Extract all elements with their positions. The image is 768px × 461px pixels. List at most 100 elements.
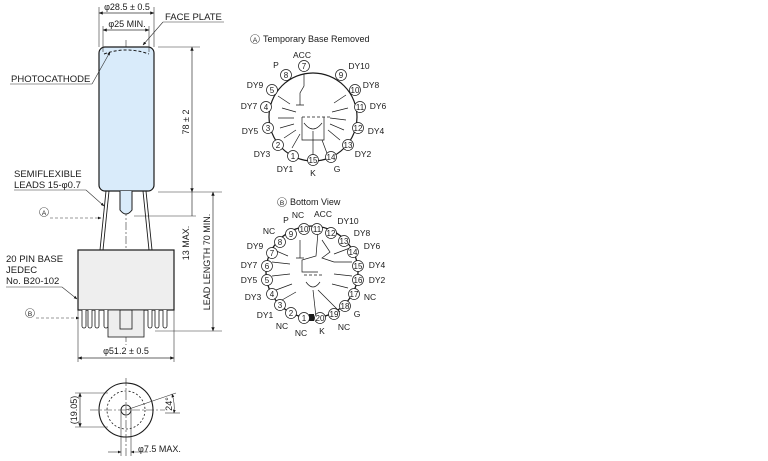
- svg-text:1: 1: [302, 314, 307, 323]
- svg-text:K: K: [310, 168, 316, 178]
- svg-text:12: 12: [354, 124, 363, 133]
- lead-length-text: LEAD LENGTH 70 MIN.: [202, 214, 212, 311]
- exhaust-tip: [119, 191, 133, 215]
- svg-text:11: 11: [313, 225, 322, 234]
- tip-max-text: 13 MAX.: [181, 226, 191, 261]
- svg-text:NC: NC: [292, 210, 304, 220]
- svg-text:DY8: DY8: [354, 228, 371, 238]
- svg-text:19: 19: [330, 310, 339, 319]
- svg-text:2: 2: [289, 309, 294, 318]
- svg-text:DY7: DY7: [241, 101, 258, 111]
- semiflexible-leads: [99, 190, 153, 251]
- diagram-a-marker: A: [253, 37, 258, 44]
- svg-text:5: 5: [270, 86, 275, 95]
- svg-text:8: 8: [278, 238, 283, 247]
- basing-diagram-b: B Bottom View 10 NC 11 ACC 9: [241, 197, 386, 338]
- base-callout: 20 PIN BASE JEDEC No. B20-102: [6, 254, 78, 300]
- svg-text:3: 3: [266, 124, 271, 133]
- svg-text:9: 9: [289, 230, 294, 239]
- svg-text:DY6: DY6: [370, 101, 387, 111]
- base-key: [107, 309, 145, 338]
- angle-text: 24°: [164, 397, 174, 411]
- svg-text:DY5: DY5: [242, 126, 259, 136]
- diagram-b-electrodes: [271, 231, 353, 318]
- svg-text:DY9: DY9: [247, 80, 264, 90]
- face-plate-callout: FACE PLATE: [142, 12, 224, 46]
- svg-text:14: 14: [349, 248, 358, 257]
- base-key-inner: [119, 309, 133, 330]
- section-marker-a: A: [39, 207, 102, 220]
- dim-tip-max: 13 MAX.: [134, 192, 196, 260]
- marker-b-letter: B: [28, 311, 32, 318]
- nc-label-lower-left: NC: [276, 321, 288, 331]
- section-marker-b: B: [25, 308, 80, 320]
- base-label-3: No. B20-102: [6, 276, 59, 287]
- svg-text:DY3: DY3: [245, 292, 262, 302]
- dim-outer-diameter: φ28.5 ± 0.5: [98, 2, 155, 47]
- svg-text:12: 12: [327, 229, 336, 238]
- base-label-2: JEDEC: [6, 265, 37, 276]
- pin-circle: [106, 390, 146, 430]
- svg-text:K: K: [319, 326, 325, 336]
- tip-diameter-text: φ7.5 MAX.: [138, 444, 181, 454]
- svg-text:G: G: [334, 164, 341, 174]
- dim-base-diameter: φ51.2 ± 0.5: [77, 310, 175, 362]
- marker-b-circle: [25, 308, 35, 318]
- svg-text:13: 13: [344, 141, 353, 150]
- svg-text:7: 7: [270, 249, 275, 258]
- diagram-a-pins: 7 ACC 8 P 9 DY10 5 DY9 10 DY8 4 DY7 11: [241, 50, 387, 178]
- svg-text:9: 9: [339, 71, 344, 80]
- svg-text:DY9: DY9: [247, 241, 264, 251]
- bottom-detail-view: φ7.5 MAX. (19.05) 24°: [69, 378, 181, 458]
- svg-text:5: 5: [265, 276, 270, 285]
- cathode-diameter-text: φ25 MIN.: [108, 19, 145, 29]
- diagram-a-title: Temporary Base Removed: [263, 34, 370, 44]
- svg-text:1: 1: [291, 152, 296, 161]
- photocathode-arc: [103, 49, 150, 55]
- svg-text:3: 3: [278, 301, 283, 310]
- svg-text:NC: NC: [263, 226, 275, 236]
- semiflexible-label-1: SEMIFLEXIBLE: [14, 169, 82, 180]
- svg-text:DY7: DY7: [241, 260, 258, 270]
- semiflexible-callout: SEMIFLEXIBLE LEADS 15-φ0.7: [14, 169, 105, 207]
- diagram-b-pins: 10 NC 11 ACC 9 P 12 DY10 8 NC 13 DY8 7: [241, 209, 386, 338]
- svg-text:7: 7: [302, 62, 307, 71]
- svg-text:10: 10: [300, 225, 309, 234]
- svg-text:P: P: [283, 215, 289, 225]
- svg-text:G: G: [354, 309, 361, 319]
- marker-a-circle: [39, 207, 49, 217]
- svg-text:DY5: DY5: [241, 275, 258, 285]
- svg-text:DY10: DY10: [348, 61, 370, 71]
- svg-text:11: 11: [356, 103, 365, 112]
- photocathode-label: PHOTOCATHODE: [11, 74, 90, 85]
- diagram-a-electrodes: [277, 74, 349, 160]
- photocathode-callout: PHOTOCATHODE: [10, 51, 111, 85]
- glass-bulb: [98, 46, 155, 192]
- svg-text:13: 13: [340, 237, 349, 246]
- svg-text:18: 18: [341, 302, 350, 311]
- svg-text:ACC: ACC: [293, 50, 311, 60]
- svg-text:ACC: ACC: [314, 209, 332, 219]
- dim-lead-length: LEAD LENGTH 70 MIN.: [155, 191, 222, 332]
- svg-text:8: 8: [284, 71, 289, 80]
- dim-length: 78 ± 2: [158, 46, 222, 193]
- semiflexible-label-2: LEADS 15-φ0.7: [14, 180, 81, 191]
- svg-text:DY2: DY2: [369, 275, 386, 285]
- base-outline-circle: [98, 382, 154, 438]
- svg-text:NC: NC: [338, 322, 350, 332]
- diagram-a-marker-circle: [250, 34, 260, 44]
- svg-text:16: 16: [354, 276, 363, 285]
- svg-text:DY6: DY6: [364, 241, 381, 251]
- svg-text:NC: NC: [364, 292, 376, 302]
- svg-text:2: 2: [276, 141, 281, 150]
- svg-text:4: 4: [264, 103, 269, 112]
- svg-text:DY4: DY4: [369, 260, 386, 270]
- pitch-circle-text: (19.05): [69, 396, 79, 425]
- svg-text:DY1: DY1: [257, 310, 274, 320]
- svg-text:DY3: DY3: [254, 149, 271, 159]
- length-text: 78 ± 2: [181, 110, 191, 135]
- diagram-b-key: [309, 314, 314, 321]
- marker-a-letter: A: [42, 210, 47, 217]
- svg-text:10: 10: [351, 86, 360, 95]
